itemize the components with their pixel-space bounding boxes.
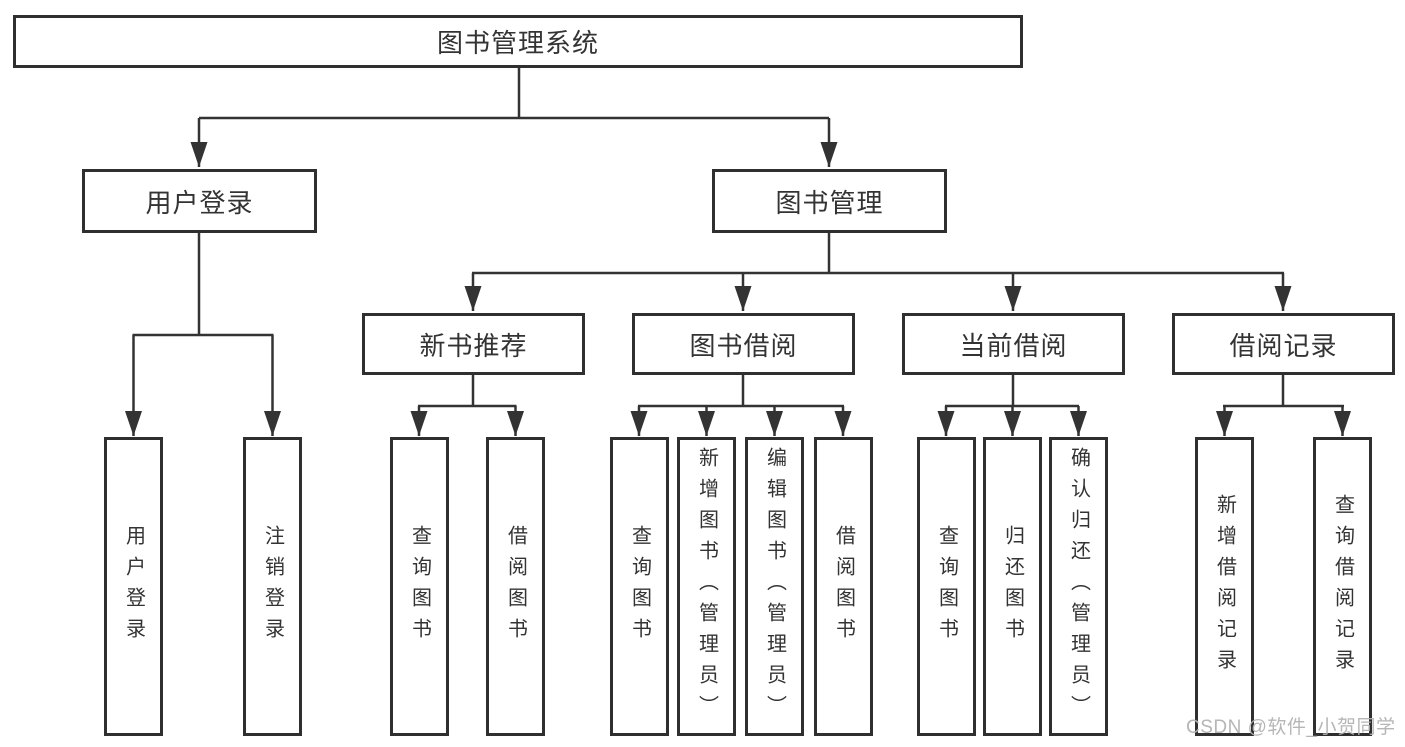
leaf-query-books-borrow-label: 查询图书 — [628, 524, 651, 649]
leaf-add-borrow-record-label: 新增借阅记录 — [1213, 493, 1236, 680]
leaf-confirm-return-admin-label: 确认归还（管理员） — [1067, 447, 1090, 726]
leaf-add-borrow-record: 新增借阅记录 — [1195, 437, 1254, 736]
node-borrow-records-label: 借阅记录 — [1229, 330, 1338, 361]
node-book-management: 图书管理 — [712, 169, 947, 233]
node-current-borrow-label: 当前借阅 — [959, 330, 1068, 361]
csdn-watermark: CSDN @软件_小贺同学 — [1186, 717, 1396, 738]
node-root-library-system: 图书管理系统 — [13, 15, 1023, 68]
node-new-book-recommend-label: 新书推荐 — [419, 330, 528, 361]
node-book-borrow-label: 图书借阅 — [689, 330, 798, 361]
leaf-edit-books-admin: 编辑图书（管理员） — [745, 437, 804, 736]
node-book-borrow: 图书借阅 — [632, 313, 855, 375]
leaf-query-books-recommend-label: 查询图书 — [408, 524, 431, 649]
leaf-query-borrow-record: 查询借阅记录 — [1313, 437, 1372, 736]
node-root-label: 图书管理系统 — [436, 28, 599, 58]
leaf-edit-books-admin-label: 编辑图书（管理员） — [763, 447, 786, 726]
node-new-book-recommend: 新书推荐 — [362, 313, 585, 375]
node-borrow-records: 借阅记录 — [1172, 313, 1395, 375]
leaf-query-books-current-label: 查询图书 — [935, 524, 958, 649]
node-current-borrow: 当前借阅 — [902, 313, 1125, 375]
leaf-query-books-recommend: 查询图书 — [390, 437, 449, 736]
leaf-user-login: 用户登录 — [104, 437, 163, 736]
leaf-return-books: 归还图书 — [983, 437, 1042, 736]
leaf-logout-label: 注销登录 — [261, 524, 284, 649]
leaf-user-login-label: 用户登录 — [122, 524, 145, 649]
leaf-borrow-books-recommend: 借阅图书 — [486, 437, 545, 736]
leaf-borrow-books-recommend-label: 借阅图书 — [504, 524, 527, 649]
leaf-borrow-books: 借阅图书 — [814, 437, 873, 736]
leaf-add-books-admin: 新增图书（管理员） — [677, 437, 736, 736]
leaf-add-books-admin-label: 新增图书（管理员） — [695, 447, 718, 726]
leaf-query-books-current: 查询图书 — [917, 437, 976, 736]
node-user-login-label: 用户登录 — [145, 187, 254, 218]
node-book-management-label: 图书管理 — [775, 187, 884, 218]
leaf-logout: 注销登录 — [243, 437, 302, 736]
leaf-query-borrow-record-label: 查询借阅记录 — [1331, 493, 1354, 680]
node-user-login: 用户登录 — [82, 169, 317, 233]
leaf-query-books-borrow: 查询图书 — [610, 437, 669, 736]
leaf-confirm-return-admin: 确认归还（管理员） — [1049, 437, 1108, 736]
leaf-return-books-label: 归还图书 — [1001, 524, 1024, 649]
leaf-borrow-books-label: 借阅图书 — [832, 524, 855, 649]
